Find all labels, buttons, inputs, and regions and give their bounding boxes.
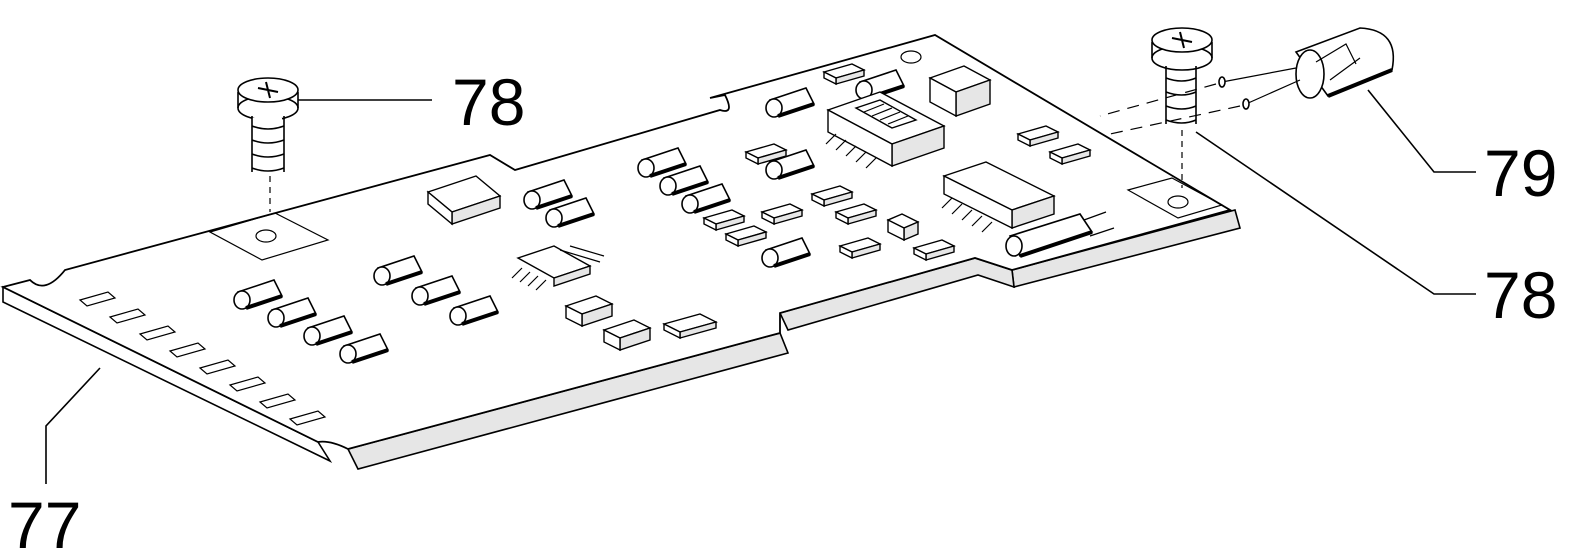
- leader-lines: [45, 89, 1476, 484]
- ic-chip-large: [941, 161, 1056, 233]
- ic-chip-display: [825, 91, 946, 169]
- circuit-board: [0, 34, 1241, 470]
- screw-icon: [237, 77, 299, 212]
- capacitors: [233, 69, 906, 364]
- mounting-pad-right: [1126, 177, 1224, 219]
- board-hole: [900, 50, 922, 64]
- mounting-pad-left: [208, 212, 330, 261]
- screw-icon: [1151, 27, 1213, 188]
- callout-lamp: 79: [1484, 136, 1557, 210]
- lamp-icon: [1099, 27, 1394, 135]
- edge-connector-pads: [78, 291, 327, 426]
- axial-component: [1005, 211, 1115, 258]
- callout-screw-left: 78: [452, 65, 525, 139]
- callout-screw-right: 78: [1484, 258, 1557, 332]
- smd-components: [426, 63, 1092, 352]
- callout-board: 77: [8, 488, 81, 559]
- ic-chip-small: [511, 245, 605, 291]
